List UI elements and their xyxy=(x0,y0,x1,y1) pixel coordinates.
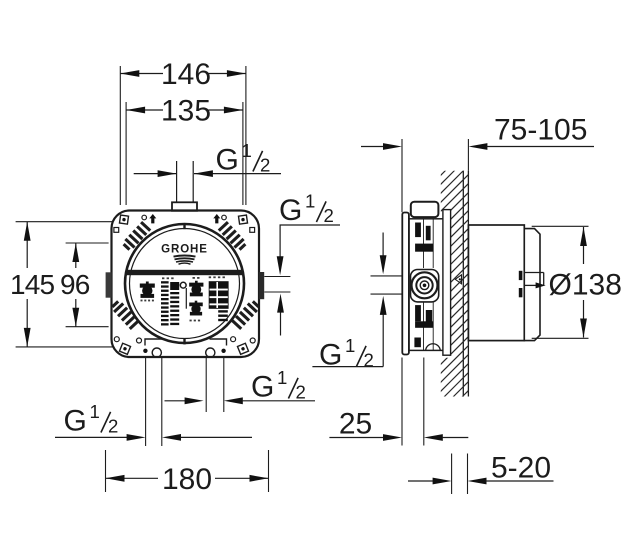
svg-text:1: 1 xyxy=(90,401,100,422)
svg-text:2: 2 xyxy=(364,349,374,370)
svg-text:G: G xyxy=(279,194,302,227)
svg-text:2: 2 xyxy=(296,381,306,402)
svg-text:145: 145 xyxy=(10,269,55,300)
svg-text:135: 135 xyxy=(161,95,211,128)
svg-text:G: G xyxy=(319,339,342,372)
svg-text:1: 1 xyxy=(242,140,252,161)
svg-text:2: 2 xyxy=(324,205,334,226)
svg-text:1: 1 xyxy=(305,190,315,211)
svg-text:25: 25 xyxy=(339,408,372,441)
svg-text:96: 96 xyxy=(60,269,90,300)
svg-text:G: G xyxy=(251,371,274,404)
svg-text:G: G xyxy=(216,144,239,177)
svg-text:180: 180 xyxy=(162,463,212,496)
svg-text:1: 1 xyxy=(345,335,355,356)
svg-text:Ø138: Ø138 xyxy=(549,269,622,302)
svg-text:2: 2 xyxy=(260,154,270,175)
svg-text:5-20: 5-20 xyxy=(491,452,551,485)
svg-text:146: 146 xyxy=(161,58,211,91)
svg-text:75-105: 75-105 xyxy=(494,114,587,147)
svg-text:GROHE: GROHE xyxy=(161,244,208,256)
svg-text:1: 1 xyxy=(277,367,287,388)
svg-text:G: G xyxy=(64,405,87,438)
svg-text:2: 2 xyxy=(108,415,118,436)
